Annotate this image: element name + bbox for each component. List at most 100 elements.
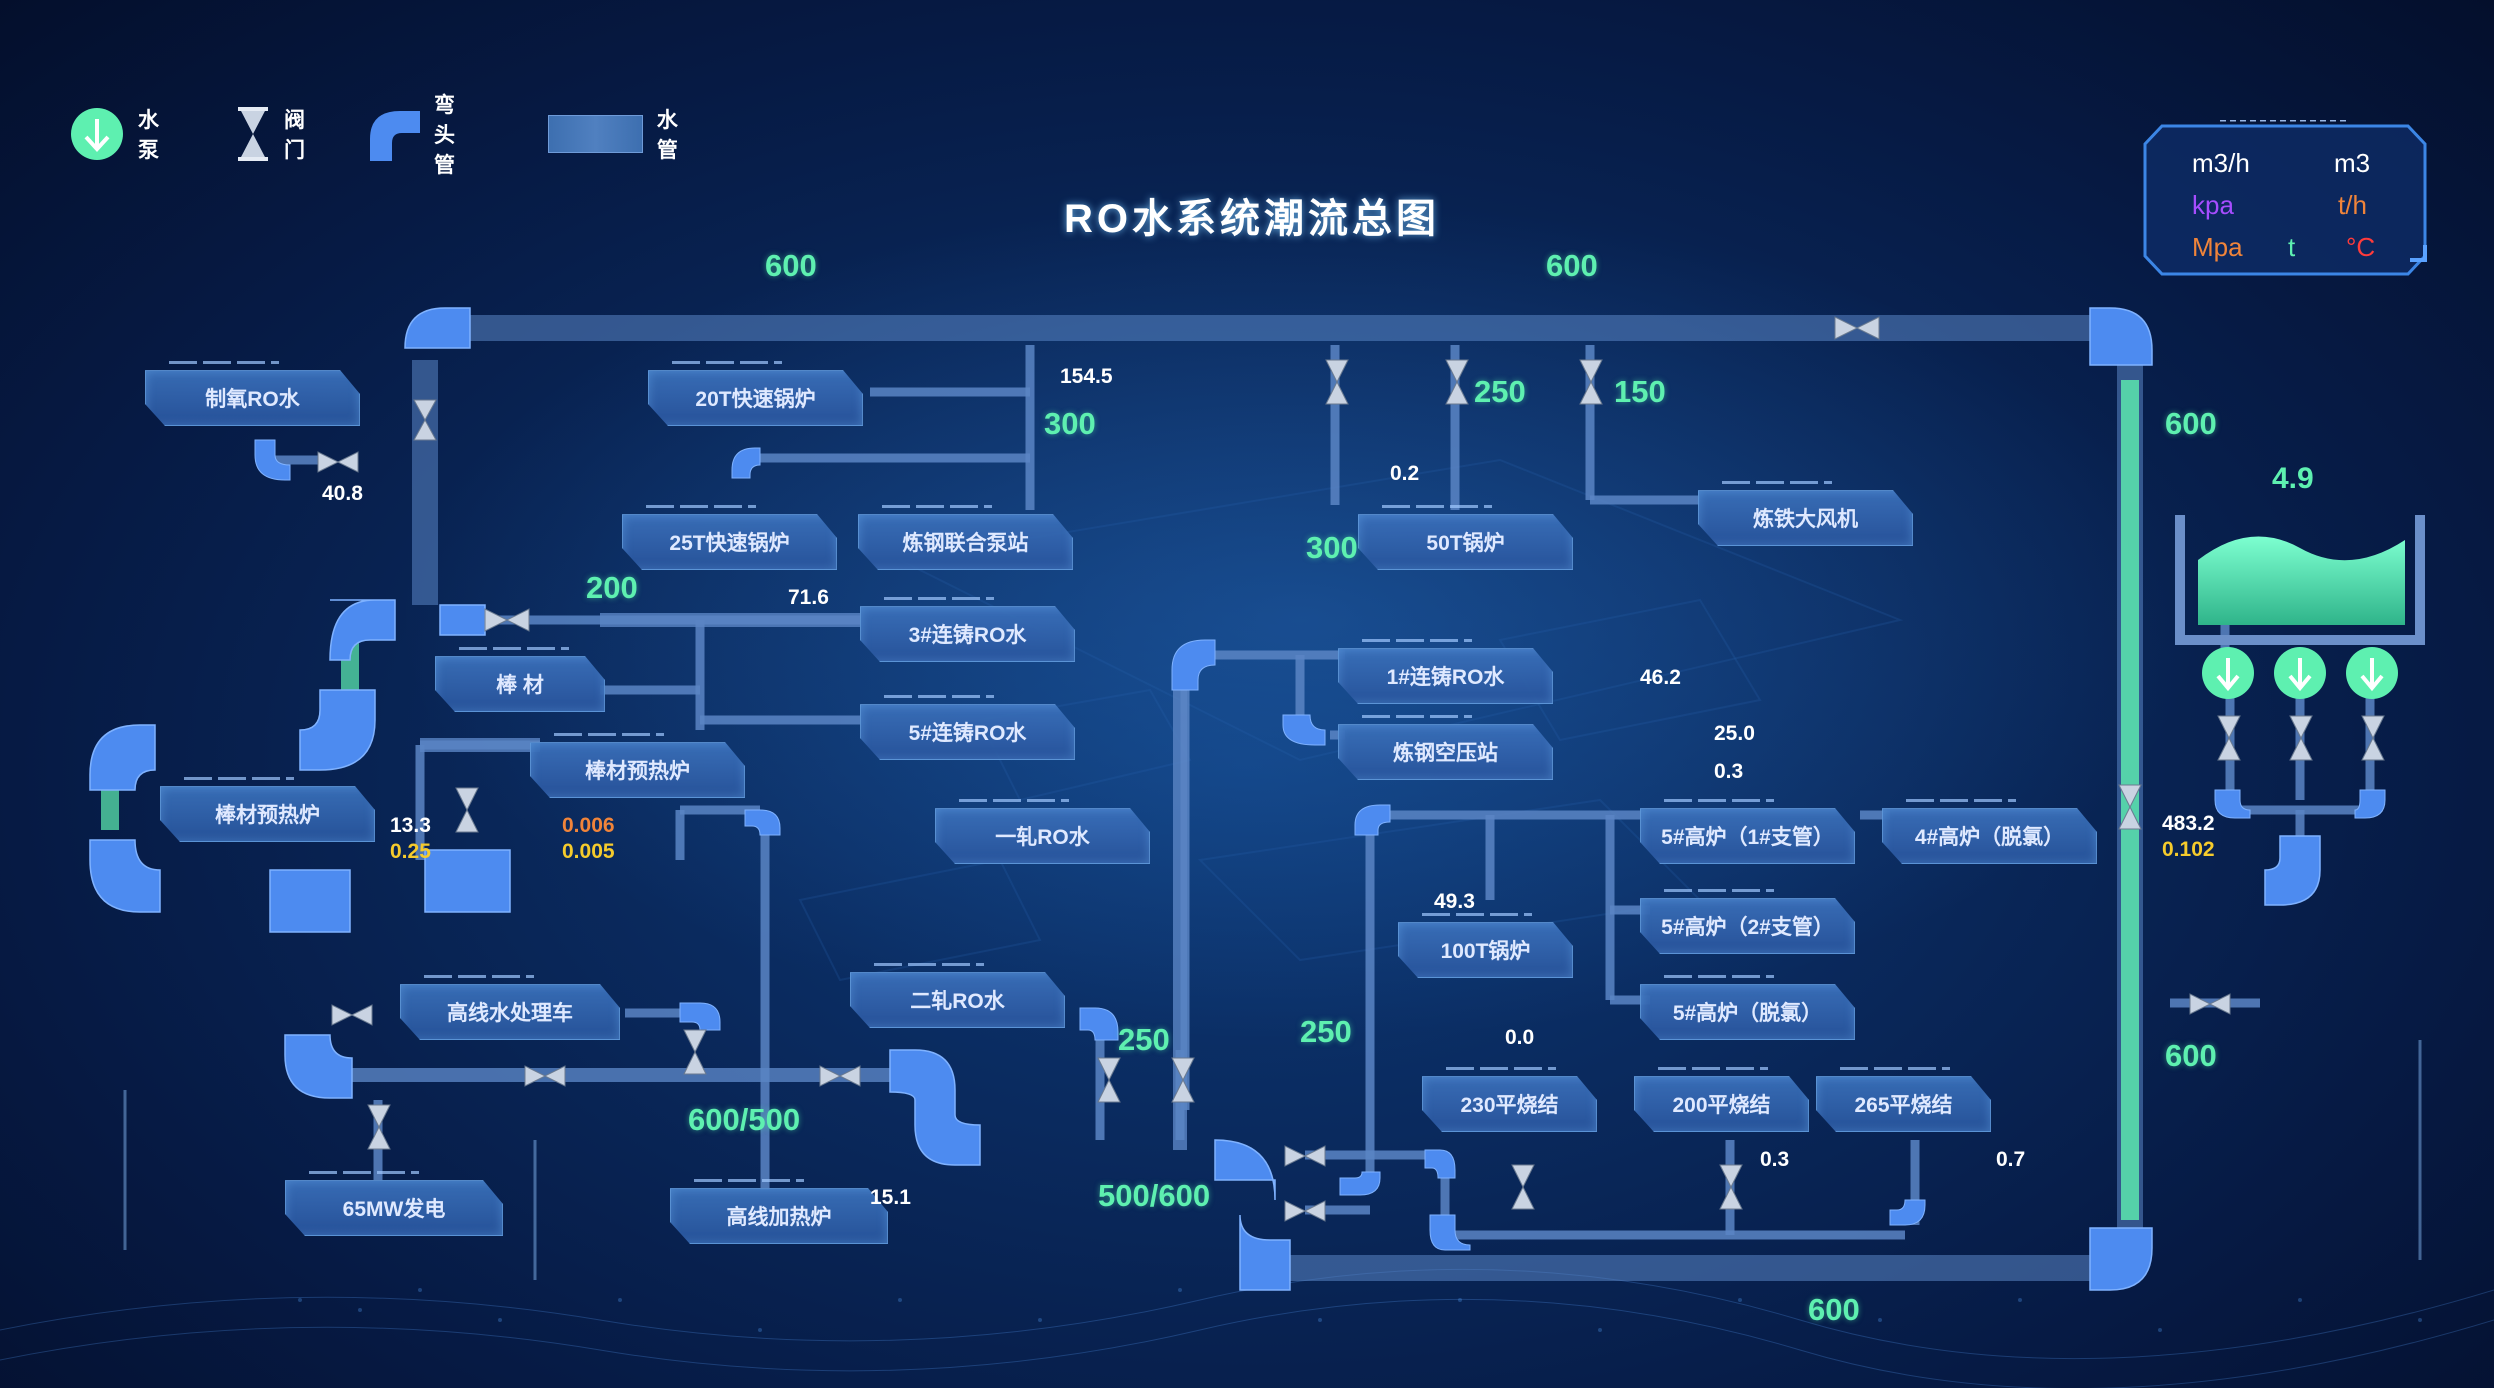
station-label: 一轧RO水	[995, 826, 1090, 849]
station-label: 5#高炉（2#支管）	[1661, 916, 1834, 939]
station-label: 二轧RO水	[910, 990, 1005, 1013]
station-zhiyang[interactable]: 制氧RO水	[145, 361, 360, 426]
legend-valve-label: 阀门	[284, 109, 305, 162]
elbow-pipe-icon	[370, 107, 420, 161]
station-cc1[interactable]: 1#连铸RO水	[1338, 639, 1553, 704]
station-label: 4#高炉（脱氯）	[1914, 826, 2065, 849]
station-bf5-branch2[interactable]: 5#高炉（2#支管）	[1640, 889, 1855, 954]
station-rolling1[interactable]: 一轧RO水	[935, 799, 1150, 864]
station-steel-pump[interactable]: 炼钢联合泵站	[858, 505, 1073, 570]
station-20t-boiler[interactable]: 20T快速锅炉	[648, 361, 863, 426]
unit-m3: m3	[2334, 148, 2371, 178]
flow-value: 200	[586, 570, 638, 605]
station-cc3[interactable]: 3#连铸RO水	[860, 597, 1075, 662]
flow-value: 0.7	[1996, 1148, 2026, 1171]
unit-m3h: m3/h	[2192, 148, 2250, 178]
station-rolling2[interactable]: 二轧RO水	[850, 963, 1065, 1028]
station-label: 65MW发电	[342, 1198, 446, 1221]
flow-value: 0.3	[1714, 760, 1744, 783]
station-25t-boiler[interactable]: 25T快速锅炉	[622, 505, 837, 570]
station-label: 3#连铸RO水	[908, 624, 1027, 647]
station-label: 20T快速锅炉	[695, 388, 816, 411]
flow-value: 600	[2165, 1038, 2217, 1073]
pressure-value: 0.006	[562, 814, 615, 837]
station-hwire-furnace[interactable]: 高线加热炉	[670, 1179, 888, 1244]
flow-value: 300	[1044, 406, 1096, 441]
flow-value: 500/600	[1098, 1178, 1211, 1213]
legend-elbow-label: 弯头管	[434, 94, 455, 177]
legend-pump: 水泵	[70, 104, 159, 164]
station-label: 棒材预热炉	[215, 804, 320, 827]
tank	[2175, 515, 2425, 645]
flow-value: 600	[765, 248, 817, 283]
flow-value: 0.0	[1505, 1026, 1535, 1049]
station-steel-compressor[interactable]: 炼钢空压站	[1338, 715, 1553, 780]
legend-valve: 阀门	[236, 104, 305, 164]
station-label: 高线加热炉	[726, 1206, 832, 1229]
station-100t-boiler[interactable]: 100T锅炉	[1398, 913, 1573, 978]
station-label: 5#连铸RO水	[908, 722, 1027, 745]
water-pipe-icon	[548, 115, 643, 153]
flow-value: 0.2	[1390, 462, 1420, 485]
flow-value: 483.2	[2162, 812, 2215, 835]
unit-kpa: kpa	[2192, 190, 2234, 220]
station-label: 200平烧结	[1672, 1094, 1771, 1117]
unit-mpa: Mpa	[2192, 232, 2243, 262]
station-50t-boiler[interactable]: 50T锅炉	[1358, 505, 1573, 570]
station-label: 棒 材	[496, 674, 544, 697]
pressure-value: 0.25	[390, 840, 431, 863]
station-65mw-power[interactable]: 65MW发电	[285, 1171, 503, 1236]
legend-elbow: 弯头管	[370, 94, 455, 177]
flow-value: 600	[1546, 248, 1598, 283]
pressure-value: 0.005	[562, 840, 615, 863]
flow-value: 154.5	[1060, 365, 1113, 388]
unit-legend-box: m3/h m3 kpa t/h Mpa t °C	[2140, 120, 2430, 280]
station-label: 25T快速锅炉	[669, 532, 790, 555]
legend-pump-label: 水泵	[138, 109, 159, 162]
pressure-value: 0.102	[2162, 838, 2215, 861]
station-label: 炼钢联合泵站	[902, 532, 1029, 555]
flow-value: 250	[1474, 374, 1526, 409]
station-sinter-265[interactable]: 265平烧结	[1816, 1067, 1991, 1132]
flow-value: 40.8	[322, 482, 363, 505]
station-label: 100T锅炉	[1440, 940, 1531, 963]
unit-t: t	[2288, 232, 2296, 262]
station-label: 5#高炉（脱氯）	[1672, 1002, 1823, 1025]
station-label: 制氧RO水	[205, 388, 300, 411]
station-label: 50T锅炉	[1426, 532, 1505, 555]
flow-value: 600/500	[688, 1102, 801, 1137]
flow-value: 71.6	[788, 586, 829, 609]
valve-icon	[236, 107, 270, 161]
flow-value: 46.2	[1640, 666, 1681, 689]
station-bf5-dechlor[interactable]: 5#高炉（脱氯）	[1640, 975, 1855, 1040]
flow-value: 15.1	[870, 1186, 911, 1209]
station-label: 炼铁大风机	[1753, 508, 1858, 531]
station-label: 1#连铸RO水	[1386, 666, 1505, 689]
flow-value: 250	[1118, 1022, 1170, 1057]
station-hwire-treatment[interactable]: 高线水处理车	[400, 975, 620, 1040]
flow-value: 150	[1614, 374, 1666, 409]
flow-value: 300	[1306, 530, 1358, 565]
flow-value: 600	[2165, 406, 2217, 441]
flow-value: 25.0	[1714, 722, 1755, 745]
station-label: 5#高炉（1#支管）	[1661, 826, 1834, 849]
station-bf4-dechlor[interactable]: 4#高炉（脱氯）	[1882, 799, 2097, 864]
station-bangcai[interactable]: 棒 材	[435, 647, 605, 712]
flow-value: 600	[1808, 1292, 1860, 1327]
station-bar-preheat-a[interactable]: 棒材预热炉	[530, 733, 745, 798]
station-iron-blower[interactable]: 炼铁大风机	[1698, 481, 1913, 546]
station-cc5[interactable]: 5#连铸RO水	[860, 695, 1075, 760]
station-label: 265平烧结	[1854, 1094, 1953, 1117]
flow-value: 250	[1300, 1014, 1352, 1049]
station-sinter-200[interactable]: 200平烧结	[1634, 1067, 1809, 1132]
station-bar-preheat-b[interactable]: 棒材预热炉	[160, 777, 375, 842]
station-sinter-230[interactable]: 230平烧结	[1422, 1067, 1597, 1132]
flow-value: 13.3	[390, 814, 431, 837]
station-bf5-branch1[interactable]: 5#高炉（1#支管）	[1640, 799, 1855, 864]
legend-pipe-label: 水管	[656, 109, 678, 162]
station-label: 230平烧结	[1460, 1094, 1559, 1117]
flow-value: 0.3	[1760, 1148, 1790, 1171]
diagram-title: RO水系统潮流总图	[1064, 197, 1440, 241]
